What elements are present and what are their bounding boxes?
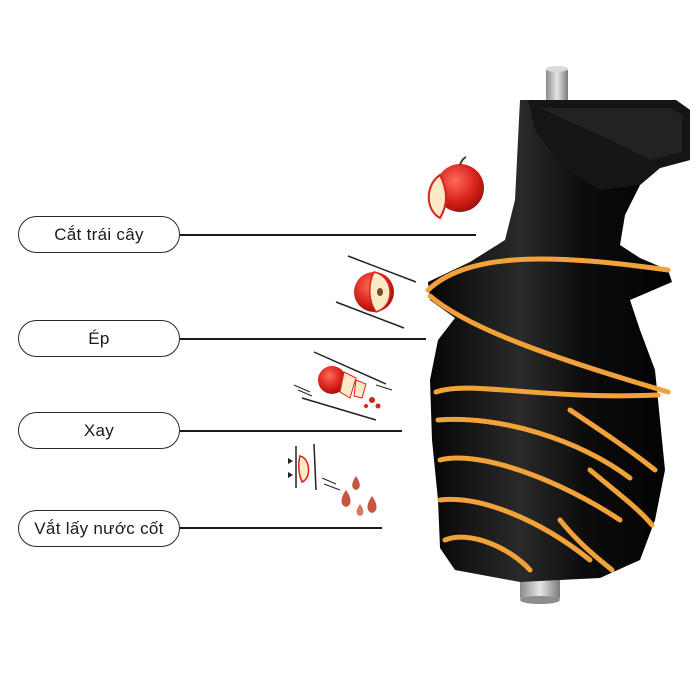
- label-grind-text: Xay: [83, 420, 115, 440]
- halved-apple-icon: [335, 255, 417, 329]
- leader-line-cut: [180, 234, 476, 236]
- leader-line-grind: [180, 430, 402, 432]
- auger-spiral-stripes: [425, 256, 671, 573]
- label-cut-fruit: Cắt trái cây: [18, 216, 180, 253]
- leader-line-squeeze: [180, 527, 382, 529]
- label-squeeze-juice: Vắt lấy nước cốt: [18, 510, 180, 547]
- label-squeeze-juice-text: Vắt lấy nước cốt: [34, 518, 164, 538]
- label-press: Ép: [18, 320, 180, 357]
- sliced-apple-icon: [293, 351, 393, 421]
- label-press-text: Ép: [88, 328, 110, 348]
- label-cut-fruit-text: Cắt trái cây: [54, 224, 144, 244]
- top-shaft: [546, 66, 568, 102]
- juice-drops-icon: [288, 443, 377, 516]
- leader-line-press: [180, 338, 426, 340]
- label-grind: Xay: [18, 412, 180, 449]
- whole-apple-icon: [427, 156, 484, 220]
